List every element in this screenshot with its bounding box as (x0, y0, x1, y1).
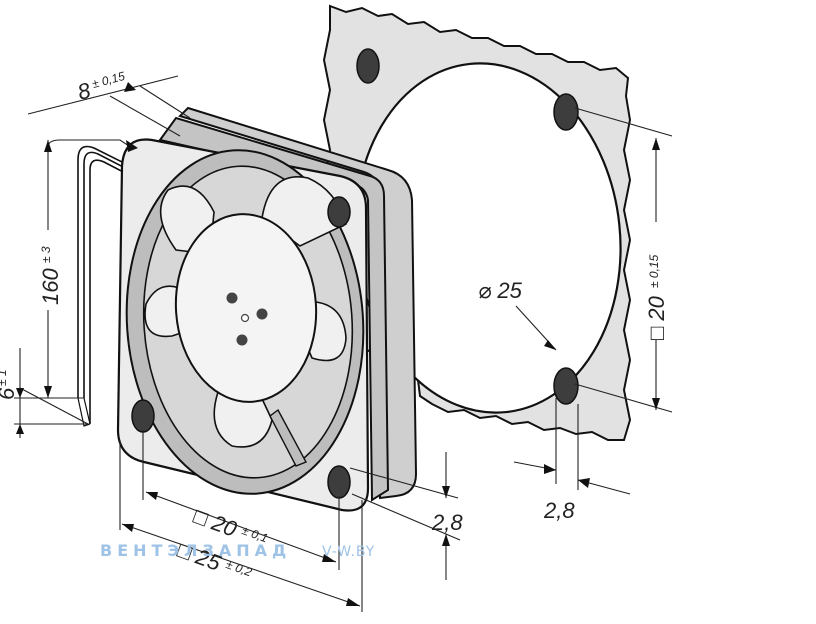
dim-hole-offset-front: 2,8 (431, 510, 463, 535)
fan-spoke (269, 408, 307, 467)
hub-hole (236, 334, 248, 346)
dim-hole-offset-gasket: 2,8 (543, 498, 575, 523)
fan-hub (174, 213, 318, 403)
cable (77, 145, 163, 427)
watermark-brand: ВЕНТЭЛЗАПАД (100, 541, 291, 560)
dim-gasket-pitch-value: □ 20 (644, 295, 669, 340)
dim-frame-tol: ± 0,2 (224, 557, 254, 579)
fan-hole-bottom-right (327, 465, 351, 499)
dim-strip-value: 6 (0, 387, 19, 400)
dim-strip-length: 6 ± 1 (0, 369, 19, 400)
dim-depth: 8 ± 0,15 (75, 69, 127, 105)
watermark-site: V-W.BY (322, 544, 375, 560)
dim-gasket-pitch-tol: ± 0,15 (647, 254, 661, 288)
arrowheads (16, 82, 660, 606)
dim-opening-diameter: ⌀ 25 (478, 278, 523, 303)
fan-hole-top-right (327, 196, 351, 228)
fan-hole-bottom-left (131, 399, 155, 433)
hub-hole (256, 308, 268, 320)
dim-cable-length: 160 ± 3 (38, 246, 63, 305)
hub-hole (226, 292, 238, 304)
hub-hole (240, 313, 250, 323)
dim-gasket-pitch: □ 20 ± 0,15 (644, 254, 669, 340)
gasket-hole-bottom-right (553, 367, 579, 405)
dim-cable-value: 160 (38, 268, 63, 305)
gasket-hole-top-left (356, 48, 380, 84)
dim-cable-tol: ± 3 (39, 246, 53, 263)
dim-strip-tol: ± 1 (0, 369, 9, 386)
dim-pitch-value: □ 20 (190, 503, 240, 542)
dim-depth-tol: ± 0,15 (91, 69, 127, 91)
fan (116, 106, 418, 512)
gasket-hole-top-right (553, 93, 579, 131)
